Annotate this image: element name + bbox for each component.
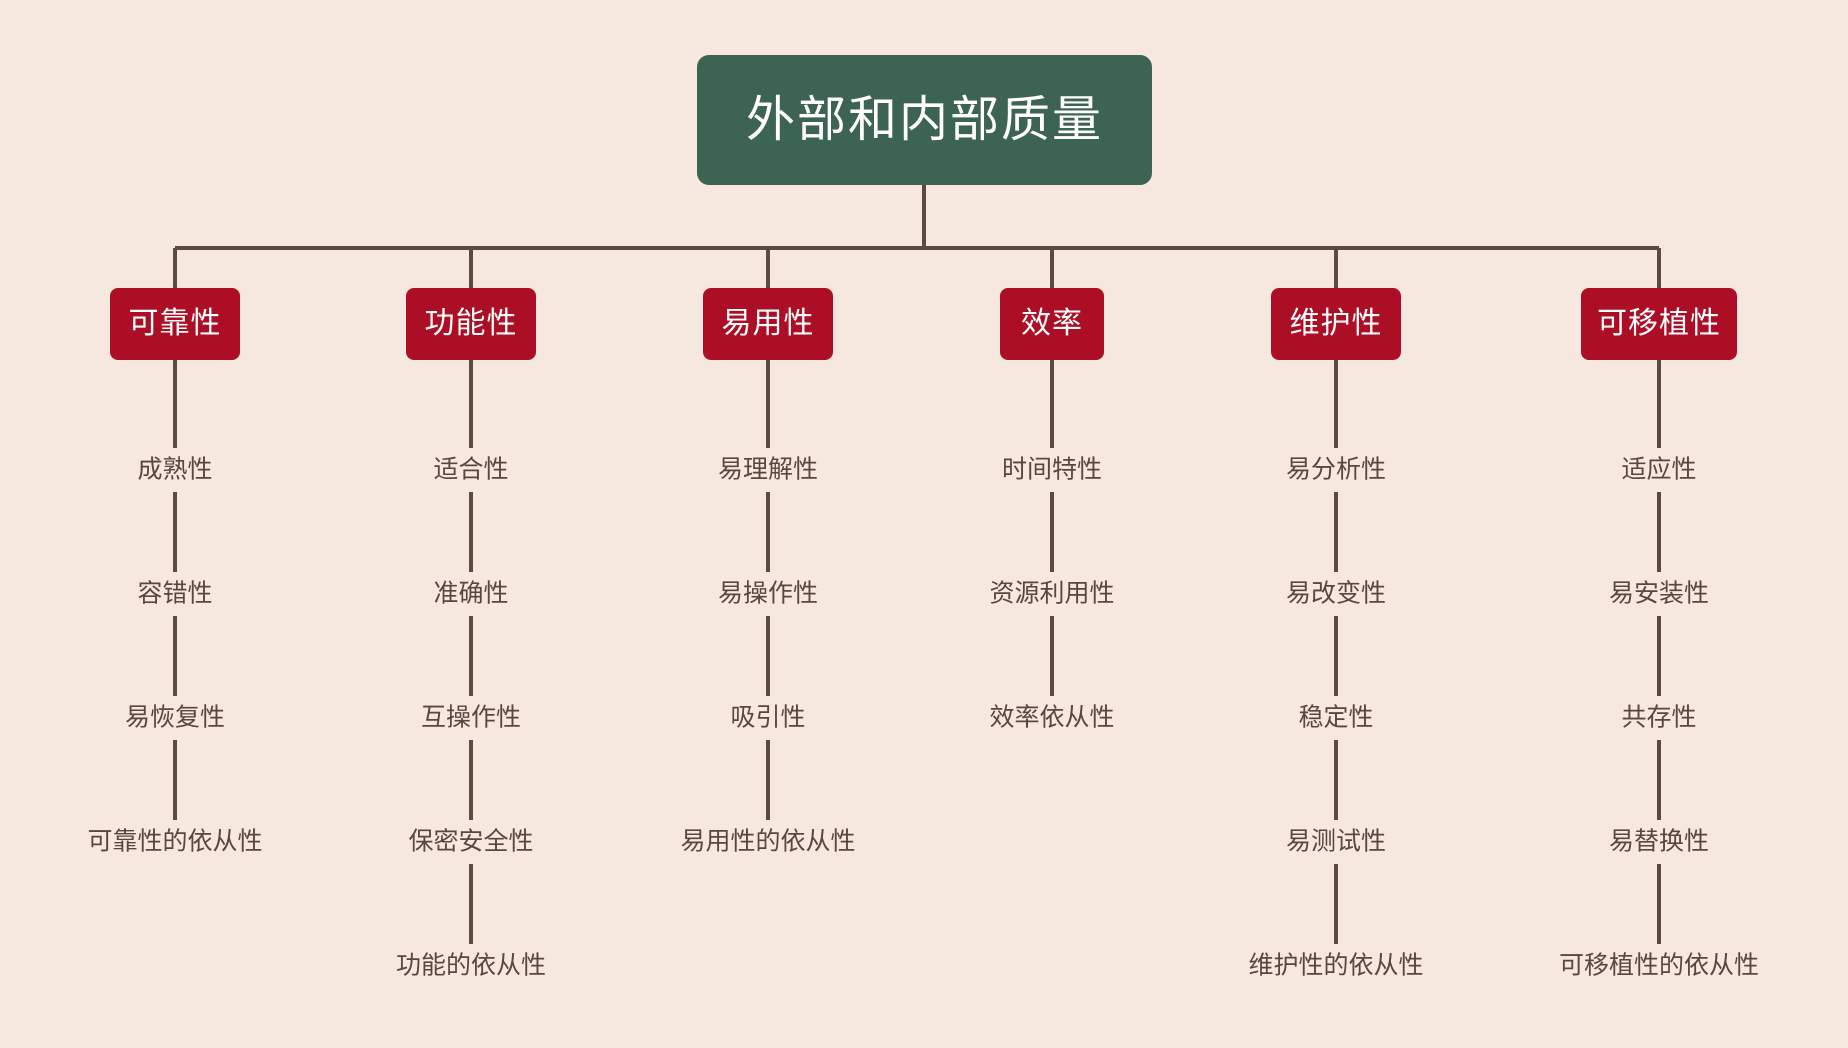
category-node-functionality[interactable]: 功能性: [406, 288, 536, 360]
leaf-node-label: 易操作性: [717, 579, 819, 608]
leaf-node-label: 可移植性的依从性: [1558, 951, 1760, 980]
root-node[interactable]: 外部和内部质量: [697, 55, 1152, 185]
leaf-node-maintainability-1[interactable]: 易改变性: [1285, 579, 1387, 608]
leaf-node-label: 准确性: [433, 579, 509, 608]
leaf-node-efficiency-1[interactable]: 资源利用性: [989, 579, 1115, 608]
category-node-label: 效率: [1021, 307, 1083, 340]
leaf-node-label: 保密安全性: [408, 827, 534, 856]
category-node-label: 可移植性: [1597, 307, 1721, 340]
leaf-node-usability-0[interactable]: 易理解性: [717, 455, 819, 484]
leaf-node-label: 共存性: [1621, 703, 1697, 732]
leaf-node-portability-1[interactable]: 易安装性: [1608, 579, 1710, 608]
leaf-node-label: 容错性: [137, 579, 213, 608]
leaf-node-usability-1[interactable]: 易操作性: [717, 579, 819, 608]
leaf-node-label: 易用性的依从性: [680, 827, 856, 856]
category-node-maintainability[interactable]: 维护性: [1271, 288, 1401, 360]
leaf-node-label: 资源利用性: [989, 579, 1115, 608]
leaf-node-functionality-1[interactable]: 准确性: [433, 579, 509, 608]
category-node-portability[interactable]: 可移植性: [1581, 288, 1737, 360]
leaf-node-portability-0[interactable]: 适应性: [1621, 455, 1697, 484]
leaf-node-label: 易分析性: [1285, 455, 1387, 484]
leaf-node-label: 稳定性: [1298, 703, 1374, 732]
leaf-node-label: 功能的依从性: [395, 951, 547, 980]
leaf-node-reliability-0[interactable]: 成熟性: [137, 455, 213, 484]
leaf-node-efficiency-0[interactable]: 时间特性: [1001, 455, 1103, 484]
leaf-node-label: 易恢复性: [124, 703, 226, 732]
leaf-node-portability-4[interactable]: 可移植性的依从性: [1558, 951, 1760, 980]
leaf-node-portability-2[interactable]: 共存性: [1621, 703, 1697, 732]
leaf-node-label: 易理解性: [717, 455, 819, 484]
leaf-node-label: 易测试性: [1285, 827, 1387, 856]
leaf-node-portability-3[interactable]: 易替换性: [1608, 827, 1710, 856]
leaf-node-maintainability-3[interactable]: 易测试性: [1285, 827, 1387, 856]
category-node-label: 维护性: [1289, 307, 1383, 340]
leaf-node-functionality-4[interactable]: 功能的依从性: [395, 951, 547, 980]
leaf-node-functionality-2[interactable]: 互操作性: [420, 703, 522, 732]
leaf-node-label: 维护性的依从性: [1248, 951, 1424, 980]
leaf-node-usability-2[interactable]: 吸引性: [730, 703, 806, 732]
category-node-usability[interactable]: 易用性: [703, 288, 833, 360]
category-node-label: 易用性: [721, 307, 815, 340]
leaf-node-usability-3[interactable]: 易用性的依从性: [680, 827, 856, 856]
leaf-node-maintainability-2[interactable]: 稳定性: [1298, 703, 1374, 732]
leaf-node-label: 易替换性: [1608, 827, 1710, 856]
leaf-node-reliability-1[interactable]: 容错性: [137, 579, 213, 608]
leaf-node-label: 吸引性: [730, 703, 806, 732]
leaf-node-maintainability-0[interactable]: 易分析性: [1285, 455, 1387, 484]
leaf-node-label: 效率依从性: [989, 703, 1115, 732]
leaf-node-maintainability-4[interactable]: 维护性的依从性: [1248, 951, 1424, 980]
leaf-node-functionality-3[interactable]: 保密安全性: [408, 827, 534, 856]
leaf-node-label: 可靠性的依从性: [87, 827, 263, 856]
leaf-node-label: 易改变性: [1285, 579, 1387, 608]
leaf-node-label: 成熟性: [137, 455, 213, 484]
leaf-node-label: 易安装性: [1608, 579, 1710, 608]
leaf-node-efficiency-2[interactable]: 效率依从性: [989, 703, 1115, 732]
category-node-label: 功能性: [424, 307, 518, 340]
leaf-node-reliability-2[interactable]: 易恢复性: [124, 703, 226, 732]
leaf-node-label: 时间特性: [1001, 455, 1103, 484]
category-node-label: 可靠性: [128, 307, 222, 340]
leaf-node-reliability-3[interactable]: 可靠性的依从性: [87, 827, 263, 856]
category-node-reliability[interactable]: 可靠性: [110, 288, 240, 360]
leaf-node-label: 互操作性: [420, 703, 522, 732]
leaf-node-label: 适合性: [433, 455, 509, 484]
root-node-label: 外部和内部质量: [745, 92, 1103, 147]
leaf-node-label: 适应性: [1621, 455, 1697, 484]
category-node-efficiency[interactable]: 效率: [1000, 288, 1104, 360]
leaf-node-functionality-0[interactable]: 适合性: [433, 455, 509, 484]
